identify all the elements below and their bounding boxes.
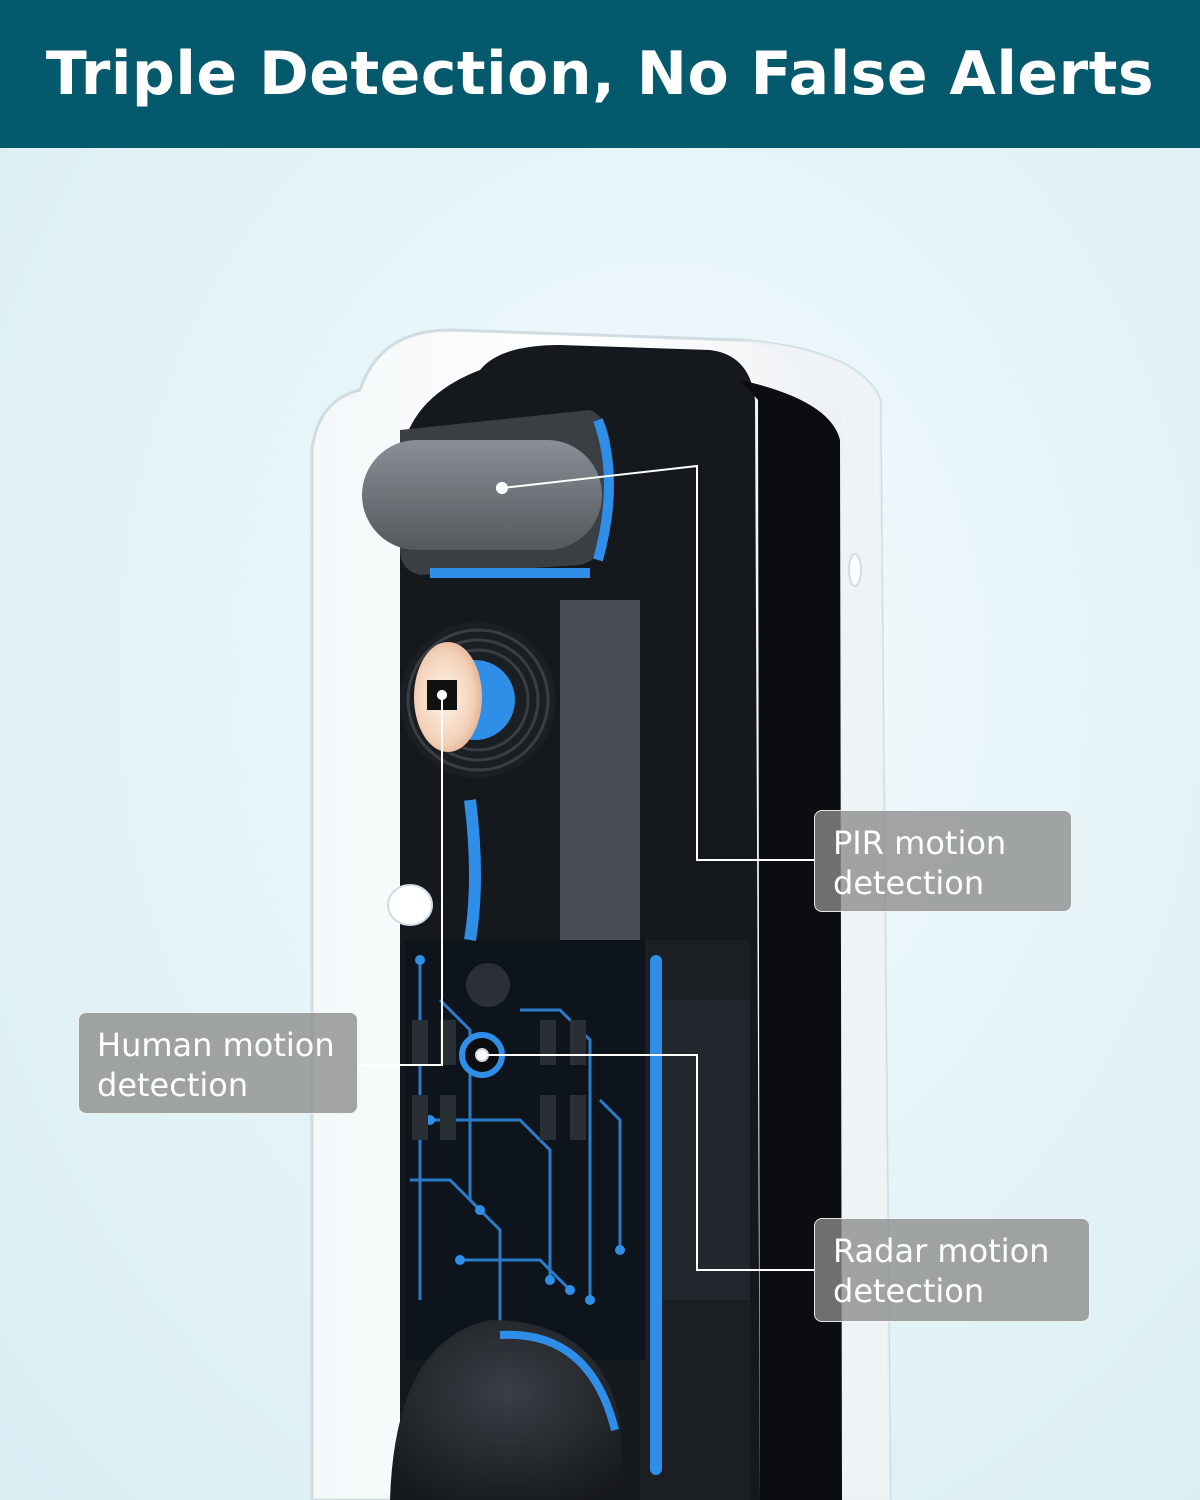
pir-callout-line1: PIR motion: [833, 824, 1007, 862]
speaker: [390, 1320, 625, 1500]
human-callout-line1: Human motion: [97, 1026, 335, 1064]
radar-callout-line2: detection: [833, 1272, 985, 1310]
radar-callout-line1: Radar motion: [833, 1232, 1050, 1270]
header-banner: Triple Detection, No False Alerts: [0, 0, 1200, 148]
light-guide: [464, 799, 481, 941]
page-title: Triple Detection, No False Alerts: [45, 39, 1155, 109]
pir-motion-callout: PIR motion detection: [814, 810, 1072, 912]
circuit-board: [405, 940, 645, 1360]
human-motion-callout: Human motion detection: [78, 1012, 358, 1114]
radar-motion-callout: Radar motion detection: [814, 1218, 1090, 1322]
pir-callout-line2: detection: [833, 864, 985, 902]
human-callout-line2: detection: [97, 1066, 249, 1104]
